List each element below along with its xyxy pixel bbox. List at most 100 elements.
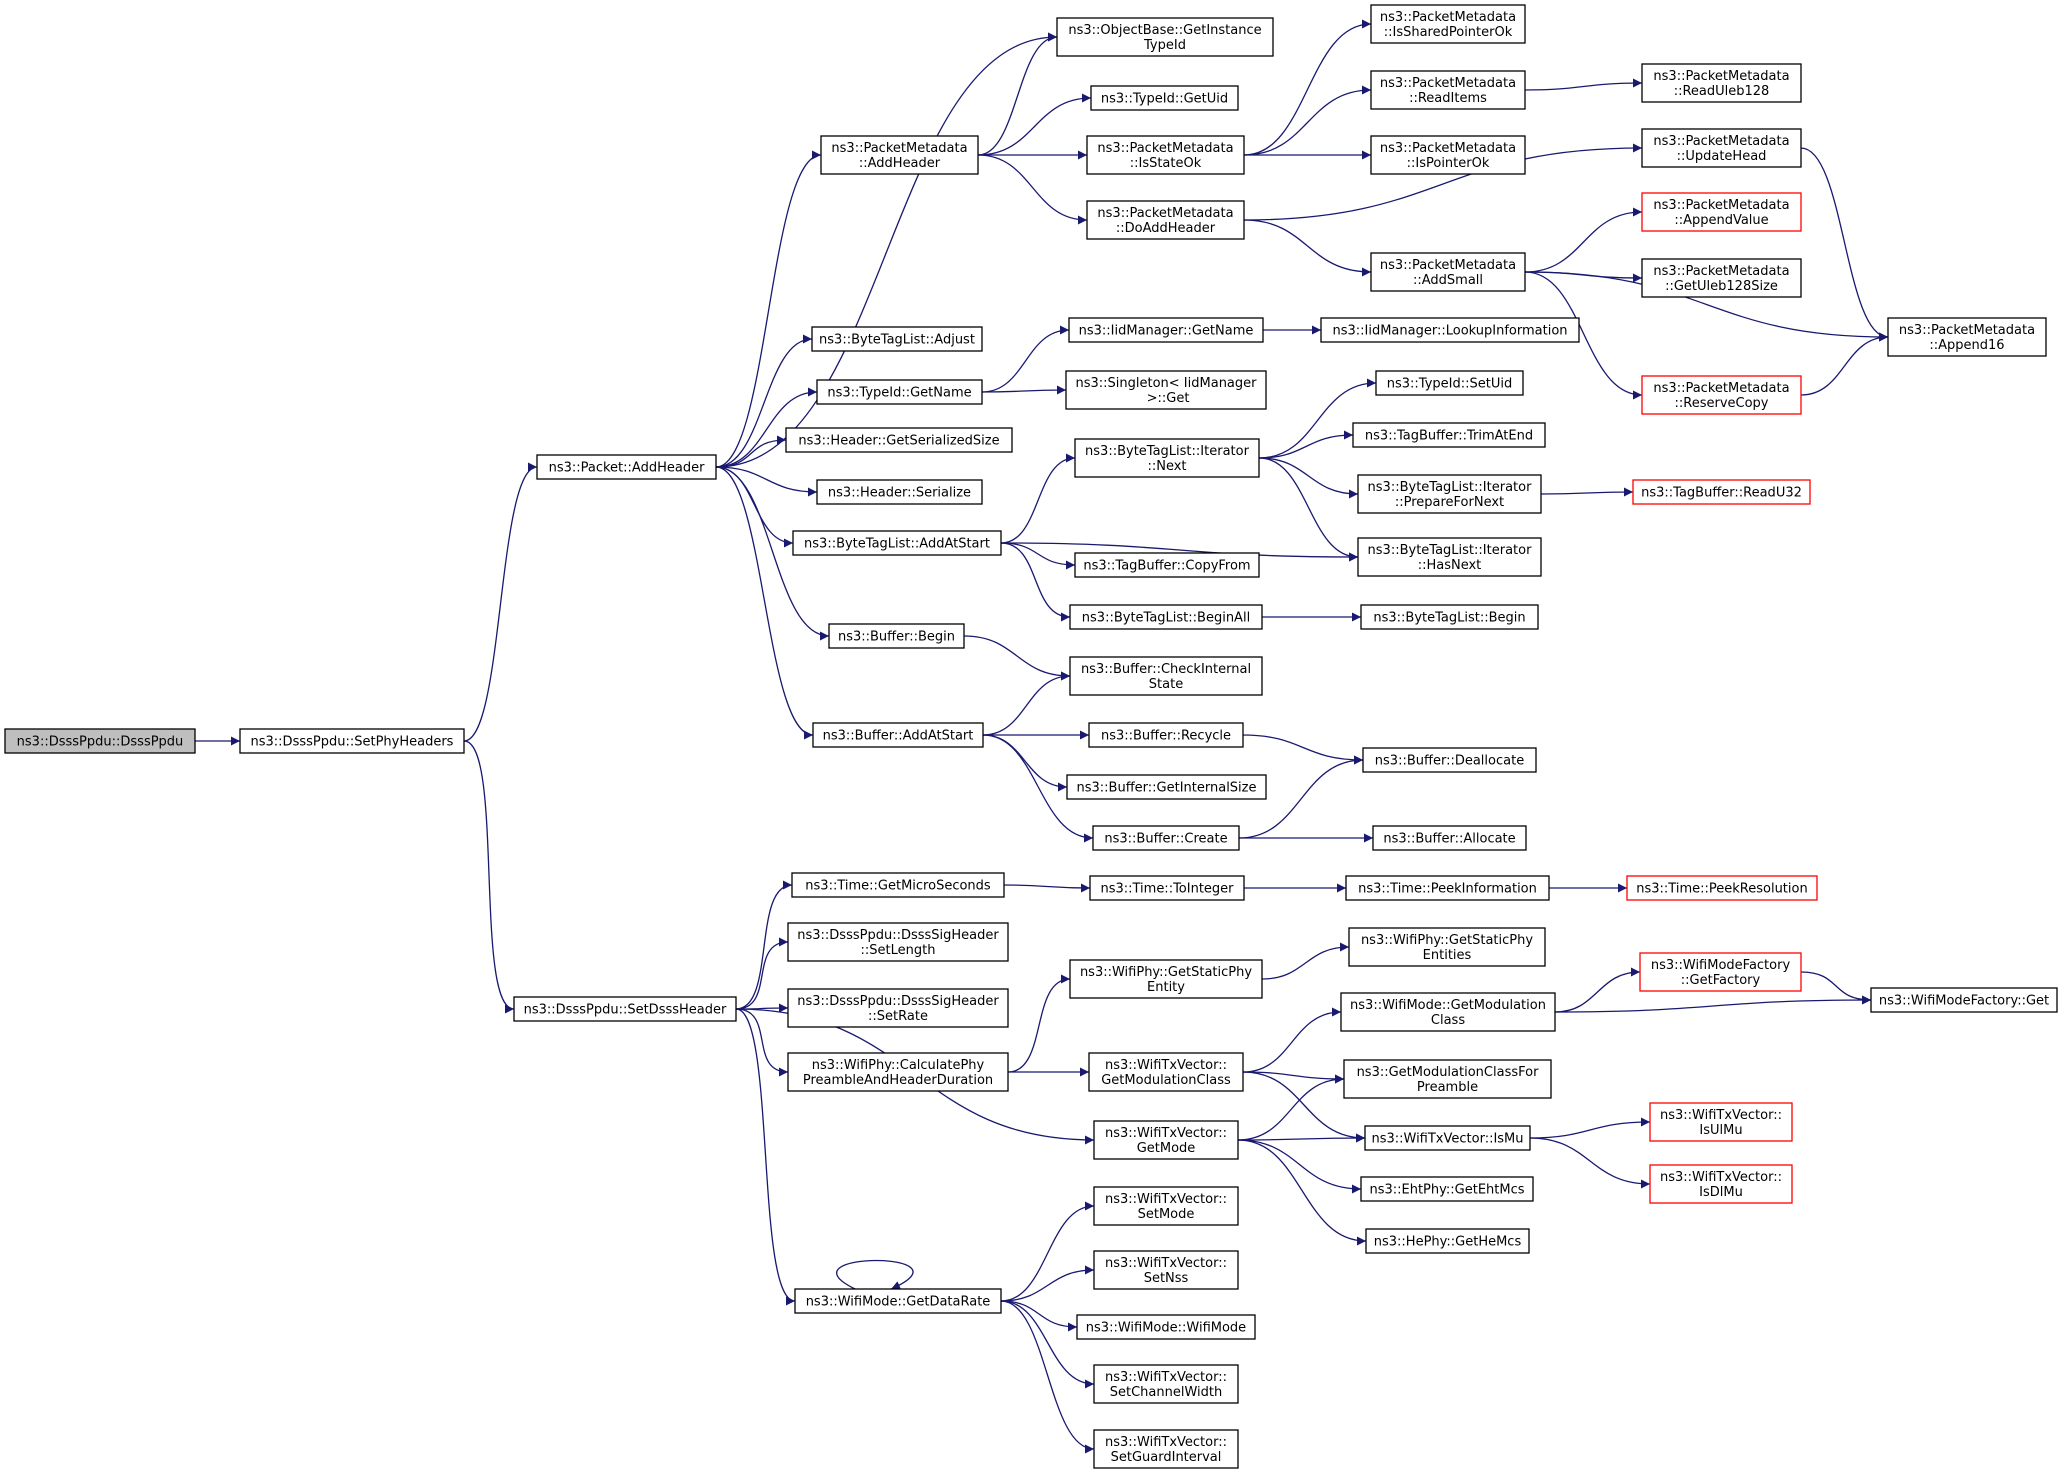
node-box xyxy=(820,135,979,175)
node-ns3-buffer-allocate[interactable]: ns3::Buffer::Allocate xyxy=(1372,825,1527,851)
node-ns3-singleton-iidmanager-get[interactable]: ns3::Singleton< IidManager >::Get xyxy=(1065,370,1267,410)
node-ns3-bytetaglist-iterator-hasnext[interactable]: ns3::ByteTagList::Iterator::HasNext xyxy=(1357,537,1542,577)
node-label: IsUlMu xyxy=(1699,1123,1742,1138)
node-ns3-packetmetadata-issharedpointerok[interactable]: ns3::PacketMetadata::IsSharedPointerOk xyxy=(1370,4,1526,44)
node-ns3-buffer-getinternalsize[interactable]: ns3::Buffer::GetInternalSize xyxy=(1066,774,1267,800)
node-ns3-wifitxvector-getmode[interactable]: ns3::WifiTxVector::GetMode xyxy=(1093,1120,1239,1160)
node-ns3-wifimode-wifimode[interactable]: ns3::WifiMode::WifiMode xyxy=(1076,1314,1256,1340)
node-ns3-packetmetadata-isstateok[interactable]: ns3::PacketMetadata::IsStateOk xyxy=(1086,135,1245,175)
node-ns3-wifitxvector-setchannelwidth[interactable]: ns3::WifiTxVector::SetChannelWidth xyxy=(1093,1364,1239,1404)
node-label: ::Append16 xyxy=(1929,338,2004,353)
node-label: ns3::PacketMetadata xyxy=(1653,198,1789,213)
node-ns3-time-peekresolution[interactable]: ns3::Time::PeekResolution xyxy=(1626,875,1818,901)
node-ns3-wifimodefactory-get[interactable]: ns3::WifiModeFactory::Get xyxy=(1870,987,2058,1013)
node-box xyxy=(1641,128,1802,168)
node-ns3-dsssppdu-dssssigheader-setrate[interactable]: ns3::DsssPpdu::DsssSigHeader::SetRate xyxy=(787,988,1009,1028)
node-label: ::ReadUleb128 xyxy=(1674,84,1770,99)
node-ns3-packetmetadata-readuleb128[interactable]: ns3::PacketMetadata::ReadUleb128 xyxy=(1641,63,1802,103)
node-ns3-packetmetadata-getuleb128size[interactable]: ns3::PacketMetadata::GetUleb128Size xyxy=(1641,258,1802,298)
edge-n49-to-n67 xyxy=(1000,1300,1078,1332)
node-box xyxy=(1093,1364,1239,1404)
node-ns3-bytetaglist-beginall[interactable]: ns3::ByteTagList::BeginAll xyxy=(1069,604,1263,630)
node-ns3-wifitxvector-getmodulationclass[interactable]: ns3::WifiTxVector::GetModulationClass xyxy=(1088,1052,1244,1092)
node-ns3-wifimode-getdatarate[interactable]: ns3::WifiMode::GetDataRate xyxy=(794,1288,1002,1314)
node-ns3-wifitxvector-setmode[interactable]: ns3::WifiTxVector::SetMode xyxy=(1093,1186,1239,1226)
node-ns3-buffer-deallocate[interactable]: ns3::Buffer::Deallocate xyxy=(1362,747,1537,773)
node-ns3-wifitxvector-ismu[interactable]: ns3::WifiTxVector::IsMu xyxy=(1364,1125,1531,1151)
node-label: ns3::TagBuffer::ReadU32 xyxy=(1641,486,1802,501)
node-ns3-wifiphy-calculatephypreambleandheaderduration[interactable]: ns3::WifiPhy::CalculatePhyPreambleAndHea… xyxy=(787,1052,1009,1092)
node-label: ns3::PacketMetadata xyxy=(1380,141,1516,156)
node-ns3-packetmetadata-addheader[interactable]: ns3::PacketMetadata::AddHeader xyxy=(820,135,979,175)
node-label: SetNss xyxy=(1144,1271,1189,1286)
node-ns3-header-getserializedsize[interactable]: ns3::Header::GetSerializedSize xyxy=(785,427,1013,453)
node-box xyxy=(536,454,717,480)
edge-n41-to-n42 xyxy=(1238,755,1364,839)
node-label: ::IsSharedPointerOk xyxy=(1384,25,1513,40)
node-label: Entity xyxy=(1147,980,1185,995)
node-ns3-packetmetadata-addsmall[interactable]: ns3::PacketMetadata::AddSmall xyxy=(1370,252,1526,292)
node-ns3-tagbuffer-copyfrom[interactable]: ns3::TagBuffer::CopyFrom xyxy=(1074,552,1260,578)
node-ns3-buffer-recycle[interactable]: ns3::Buffer::Recycle xyxy=(1088,722,1244,748)
node-ns3-tagbuffer-trimatend[interactable]: ns3::TagBuffer::TrimAtEnd xyxy=(1352,422,1546,448)
node-ns3-wifimode-getmodulationclass[interactable]: ns3::WifiMode::GetModulationClass xyxy=(1340,992,1556,1032)
node-label: ns3::ByteTagList::Iterator xyxy=(1368,543,1533,558)
edge-n49-to-n49 xyxy=(836,1259,914,1290)
node-label: ns3::Time::GetMicroSeconds xyxy=(805,879,991,894)
node-ns3-wifitxvector-setnss[interactable]: ns3::WifiTxVector::SetNss xyxy=(1093,1250,1239,1290)
node-ns3-packetmetadata-readitems[interactable]: ns3::PacketMetadata::ReadItems xyxy=(1370,70,1526,110)
node-ns3-packetmetadata-doaddheader[interactable]: ns3::PacketMetadata::DoAddHeader xyxy=(1086,200,1245,240)
node-ns3-header-serialize[interactable]: ns3::Header::Serialize xyxy=(816,479,983,505)
node-ns3-bytetaglist-addatstart[interactable]: ns3::ByteTagList::AddAtStart xyxy=(792,530,1002,556)
node-ns3-ehtphy-getehtmcs[interactable]: ns3::EhtPhy::GetEhtMcs xyxy=(1360,1176,1534,1202)
node-ns3-packetmetadata-append16[interactable]: ns3::PacketMetadata::Append16 xyxy=(1887,317,2047,357)
node-ns3-bytetaglist-iterator-next[interactable]: ns3::ByteTagList::Iterator::Next xyxy=(1074,438,1260,478)
node-ns3-hephy-gethemcs[interactable]: ns3::HePhy::GetHeMcs xyxy=(1365,1228,1530,1254)
node-label: ns3::PacketMetadata xyxy=(1899,323,2035,338)
node-ns3-buffer-begin[interactable]: ns3::Buffer::Begin xyxy=(828,623,965,649)
node-ns3-wifitxvector-isulmu[interactable]: ns3::WifiTxVector::IsUlMu xyxy=(1649,1102,1793,1142)
node-ns3-wifimodefactory-getfactory[interactable]: ns3::WifiModeFactory::GetFactory xyxy=(1639,952,1802,992)
node-ns3-wifitxvector-setguardinterval[interactable]: ns3::WifiTxVector::SetGuardInterval xyxy=(1093,1429,1239,1469)
node-ns3-dsssppdu-setphyheaders[interactable]: ns3::DsssPpdu::SetPhyHeaders xyxy=(239,728,465,754)
node-ns3-packetmetadata-reservecopy[interactable]: ns3::PacketMetadata::ReserveCopy xyxy=(1641,375,1802,415)
node-ns3-tagbuffer-readu32[interactable]: ns3::TagBuffer::ReadU32 xyxy=(1632,479,1811,505)
node-ns3-time-tointeger[interactable]: ns3::Time::ToInteger xyxy=(1089,875,1245,901)
edge-n44-to-n50 xyxy=(1003,883,1091,893)
node-label: ns3::WifiTxVector:: xyxy=(1105,1435,1227,1450)
node-ns3-bytetaglist-iterator-preparefornext[interactable]: ns3::ByteTagList::Iterator::PrepareForNe… xyxy=(1357,474,1542,514)
node-ns3-packetmetadata-updatehead[interactable]: ns3::PacketMetadata::UpdateHead xyxy=(1641,128,1802,168)
edge-n35-to-n36 xyxy=(1540,487,1634,497)
node-ns3-bytetaglist-adjust[interactable]: ns3::ByteTagList::Adjust xyxy=(811,326,983,352)
node-ns3-packet-addheader[interactable]: ns3::Packet::AddHeader xyxy=(536,454,717,480)
node-ns3-packetmetadata-ispointerok[interactable]: ns3::PacketMetadata::IsPointerOk xyxy=(1370,135,1526,175)
node-ns3-typeid-setuid[interactable]: ns3::TypeId::SetUid xyxy=(1375,370,1524,396)
node-box xyxy=(1372,825,1527,851)
node-ns3-iidmanager-lookupinformation[interactable]: ns3::IidManager::LookupInformation xyxy=(1320,317,1580,343)
node-ns3-buffer-addatstart[interactable]: ns3::Buffer::AddAtStart xyxy=(812,722,984,748)
node-ns3-iidmanager-getname[interactable]: ns3::IidManager::GetName xyxy=(1068,317,1264,343)
node-ns3-wifitxvector-isdlmu[interactable]: ns3::WifiTxVector::IsDlMu xyxy=(1649,1164,1793,1204)
node-ns3-packetmetadata-appendvalue[interactable]: ns3::PacketMetadata::AppendValue xyxy=(1641,192,1802,232)
node-ns3-time-getmicroseconds[interactable]: ns3::Time::GetMicroSeconds xyxy=(791,872,1005,898)
edge-n3-to-n47 xyxy=(735,1008,789,1077)
node-label: ns3::WifiTxVector:: xyxy=(1105,1370,1227,1385)
node-ns3-dsssppdu-setdsssheader[interactable]: ns3::DsssPpdu::SetDsssHeader xyxy=(513,996,737,1022)
node-ns3-typeid-getuid[interactable]: ns3::TypeId::GetUid xyxy=(1090,85,1239,111)
node-ns3-time-peekinformation[interactable]: ns3::Time::PeekInformation xyxy=(1345,875,1550,901)
node-box xyxy=(1320,317,1580,343)
node-ns3-typeid-getname[interactable]: ns3::TypeId::GetName xyxy=(816,379,983,405)
node-ns3-dsssppdu-dssssigheader-setlength[interactable]: ns3::DsssPpdu::DsssSigHeader::SetLength xyxy=(787,922,1009,962)
edge-n17-to-n19 xyxy=(1524,78,1643,91)
edge-n2-to-n5 xyxy=(715,150,822,468)
node-label: ns3::Buffer::Recycle xyxy=(1101,729,1231,744)
edge-n29-to-n35 xyxy=(1258,457,1359,499)
node-ns3-bytetaglist-begin[interactable]: ns3::ByteTagList::Begin xyxy=(1360,604,1539,630)
node-ns3-dsssppdu-dsssppdu[interactable]: ns3::DsssPpdu::DsssPpdu xyxy=(4,728,196,754)
node-ns3-buffer-create[interactable]: ns3::Buffer::Create xyxy=(1092,825,1240,851)
